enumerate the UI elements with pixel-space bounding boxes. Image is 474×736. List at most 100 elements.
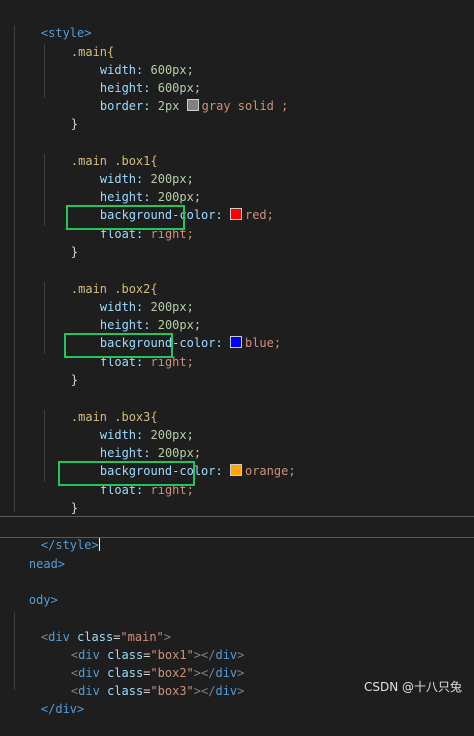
code-line: </style> — [12, 518, 100, 552]
code-line: background-color: red; — [71, 188, 274, 222]
prop-float-label: float: — [99, 355, 144, 369]
indent-guide — [44, 44, 45, 98]
code-line: height: 200px; — [71, 170, 201, 204]
attr-value-box3: "box3" — [150, 684, 194, 698]
code-line: width: 200px; — [71, 152, 194, 186]
prop-background-label: background-color: — [99, 208, 223, 222]
div-tag-name: div — [78, 648, 100, 662]
prop-height-label: height: — [99, 318, 151, 332]
prop-float-value: right; — [150, 483, 194, 497]
code-line: background-color: orange; — [71, 444, 296, 478]
prop-width-label: width: — [99, 428, 144, 442]
code-line: } — [42, 481, 78, 515]
code-editor[interactable]: <style> .main{ width: 600px; height: 600… — [0, 0, 474, 716]
prop-border-label: border: — [99, 99, 151, 113]
code-line: } — [42, 97, 78, 131]
prop-height-value: 200px; — [157, 318, 202, 332]
prop-height-label: height: — [99, 446, 151, 460]
rule-close-brace: } — [70, 501, 79, 515]
attr-value-main: "main" — [120, 630, 164, 644]
code-line: float: right; — [71, 335, 194, 369]
indent-guide — [44, 410, 45, 482]
prop-width-label: width: — [99, 172, 144, 186]
prop-border-width: 2px — [157, 99, 180, 113]
div-close-tag-name: div — [215, 684, 238, 698]
prop-height-value: 200px; — [157, 190, 202, 204]
div-close-tag: </div> — [40, 702, 85, 716]
code-line: .main .box1{ — [42, 134, 158, 168]
code-line: <div class="box3"></div> — [70, 684, 245, 698]
div-close-tag-name: div — [215, 648, 238, 662]
attr-class: class — [107, 648, 144, 662]
body-open-tag: ody> — [28, 593, 58, 607]
color-swatch-gray[interactable] — [186, 99, 199, 111]
prop-float-label: float: — [99, 483, 144, 497]
code-line: height: 600px; — [71, 61, 201, 95]
code-line: width: 200px; — [71, 408, 194, 442]
attr-class: class — [107, 666, 144, 680]
prop-width-value: 200px; — [150, 428, 194, 442]
float-highlight-box — [66, 205, 185, 230]
code-line: float: right; — [71, 207, 194, 241]
prop-background-value: blue; — [244, 336, 282, 350]
color-swatch-red[interactable] — [229, 208, 242, 220]
code-line: .main .box2{ — [42, 262, 158, 296]
selector-box3: .main .box3{ — [70, 410, 158, 424]
prop-background-label: background-color: — [99, 336, 223, 350]
indent-guide — [44, 282, 45, 354]
text-cursor — [98, 537, 100, 551]
code-line: </div> — [12, 682, 84, 716]
attr-class: class — [107, 684, 144, 698]
selector-main: .main{ — [70, 45, 115, 59]
prop-border-rest: gray solid ; — [201, 99, 289, 113]
code-line: <div class="main"> — [40, 630, 172, 644]
code-line: height: 200px; — [71, 426, 201, 460]
selector-box1: .main .box1{ — [70, 154, 158, 168]
code-line: float: right; — [71, 463, 194, 497]
selector-box2: .main .box2{ — [70, 282, 158, 296]
code-line: } — [42, 225, 78, 259]
prop-width-label: width: — [99, 300, 144, 314]
div-tag-name: div — [78, 684, 100, 698]
prop-background-label: background-color: — [99, 464, 223, 478]
indent-guide — [14, 26, 15, 512]
current-line-divider — [0, 516, 474, 517]
style-open-tag: <style> — [40, 26, 92, 40]
style-close-tag: </style> — [40, 538, 99, 552]
attr-class: class — [77, 630, 114, 644]
code-line: .main{ — [42, 25, 114, 59]
code-line: background-color: blue; — [71, 316, 281, 350]
prop-width-value: 200px; — [150, 172, 194, 186]
div-tag-name: div — [48, 630, 70, 644]
rule-close-brace: } — [70, 373, 79, 387]
prop-height-value: 200px; — [157, 446, 202, 460]
code-line: nead> — [0, 537, 65, 571]
prop-height-value: 600px; — [157, 81, 202, 95]
head-close-tag: nead> — [28, 557, 66, 571]
current-line-divider — [0, 537, 474, 538]
watermark: CSDN @十八只兔 — [363, 680, 462, 694]
code-line: <div class="box2"></div> — [70, 666, 245, 680]
div-close-tag-name: div — [215, 666, 238, 680]
indent-guide — [14, 612, 15, 690]
prop-float-value: right; — [150, 355, 194, 369]
prop-width-value: 200px; — [150, 300, 194, 314]
code-line: <style> — [12, 6, 92, 40]
prop-height-label: height: — [99, 81, 151, 95]
float-highlight-box — [58, 461, 195, 486]
prop-width-label: width: — [99, 63, 144, 77]
code-line: width: 600px; — [71, 43, 194, 77]
code-line: } — [42, 353, 78, 387]
code-line: height: 200px; — [71, 298, 201, 332]
prop-float-label: float: — [99, 227, 144, 241]
code-line: .main .box3{ — [42, 390, 158, 424]
code-line: border: 2px gray solid ; — [71, 79, 288, 113]
color-swatch-orange[interactable] — [229, 464, 242, 476]
rule-close-brace: } — [70, 117, 79, 131]
attr-value-box2: "box2" — [150, 666, 194, 680]
prop-background-value: orange; — [244, 464, 296, 478]
color-swatch-blue[interactable] — [229, 336, 242, 348]
prop-width-value: 600px; — [150, 63, 194, 77]
code-line: ody> — [0, 573, 58, 607]
prop-float-value: right; — [150, 227, 194, 241]
